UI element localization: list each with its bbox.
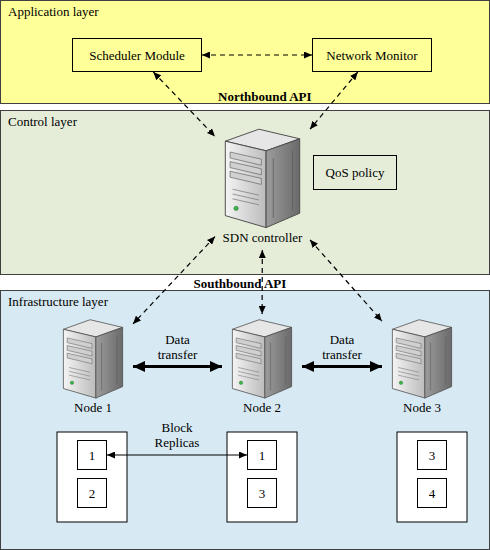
server-icon bbox=[222, 314, 302, 400]
controller-server: SDN controller bbox=[215, 122, 310, 250]
block-number: 1 bbox=[259, 448, 266, 463]
data-transfer-arrow bbox=[302, 365, 382, 368]
module-label: Network Monitor bbox=[326, 48, 417, 63]
layer-band: Control layerSDN controller QoS policy bbox=[0, 110, 490, 275]
data-transfer-arrow bbox=[133, 365, 222, 368]
policy-box: QoS policy bbox=[313, 155, 397, 190]
module-box: Scheduler Module bbox=[72, 38, 202, 72]
module-box: Network Monitor bbox=[312, 38, 432, 72]
block-container bbox=[227, 432, 297, 522]
block-box: 2 bbox=[77, 478, 107, 508]
block-number: 3 bbox=[429, 448, 436, 463]
server-icon bbox=[53, 314, 133, 400]
block-number: 2 bbox=[89, 486, 96, 501]
layer-title: Application layer bbox=[8, 4, 99, 20]
api-label: Northbound API bbox=[218, 89, 312, 104]
server-label: Node 3 bbox=[382, 400, 462, 416]
node-server: Node 1 bbox=[53, 314, 133, 419]
server-icon bbox=[382, 314, 462, 400]
block-box: 4 bbox=[417, 478, 447, 508]
api-label: Southbound API bbox=[194, 276, 287, 291]
edge-label: Block Replicas bbox=[149, 420, 205, 450]
layer-title: Control layer bbox=[8, 114, 77, 130]
block-box: 3 bbox=[247, 478, 277, 508]
node-server: Node 3 bbox=[382, 314, 462, 419]
block-number: 4 bbox=[429, 486, 436, 501]
block-box: 3 bbox=[417, 440, 447, 470]
policy-label: QoS policy bbox=[326, 165, 385, 180]
edge-label: Data transfer bbox=[149, 332, 207, 362]
block-container bbox=[57, 432, 127, 522]
replica-arrow bbox=[107, 455, 247, 456]
server-label: SDN controller bbox=[215, 230, 310, 246]
block-box: 1 bbox=[247, 440, 277, 470]
block-number: 3 bbox=[259, 486, 266, 501]
edge-label: Data transfer bbox=[313, 332, 371, 362]
server-label: Node 1 bbox=[53, 400, 133, 416]
block-number: 1 bbox=[89, 448, 96, 463]
block-container bbox=[397, 432, 467, 522]
block-box: 1 bbox=[77, 440, 107, 470]
layer-band: Application layerScheduler Module Network… bbox=[0, 0, 490, 104]
server-label: Node 2 bbox=[222, 400, 302, 416]
node-server: Node 2 bbox=[222, 314, 302, 419]
module-label: Scheduler Module bbox=[89, 48, 185, 63]
server-icon bbox=[215, 122, 310, 230]
layer-title: Infrastructure layer bbox=[8, 294, 108, 310]
